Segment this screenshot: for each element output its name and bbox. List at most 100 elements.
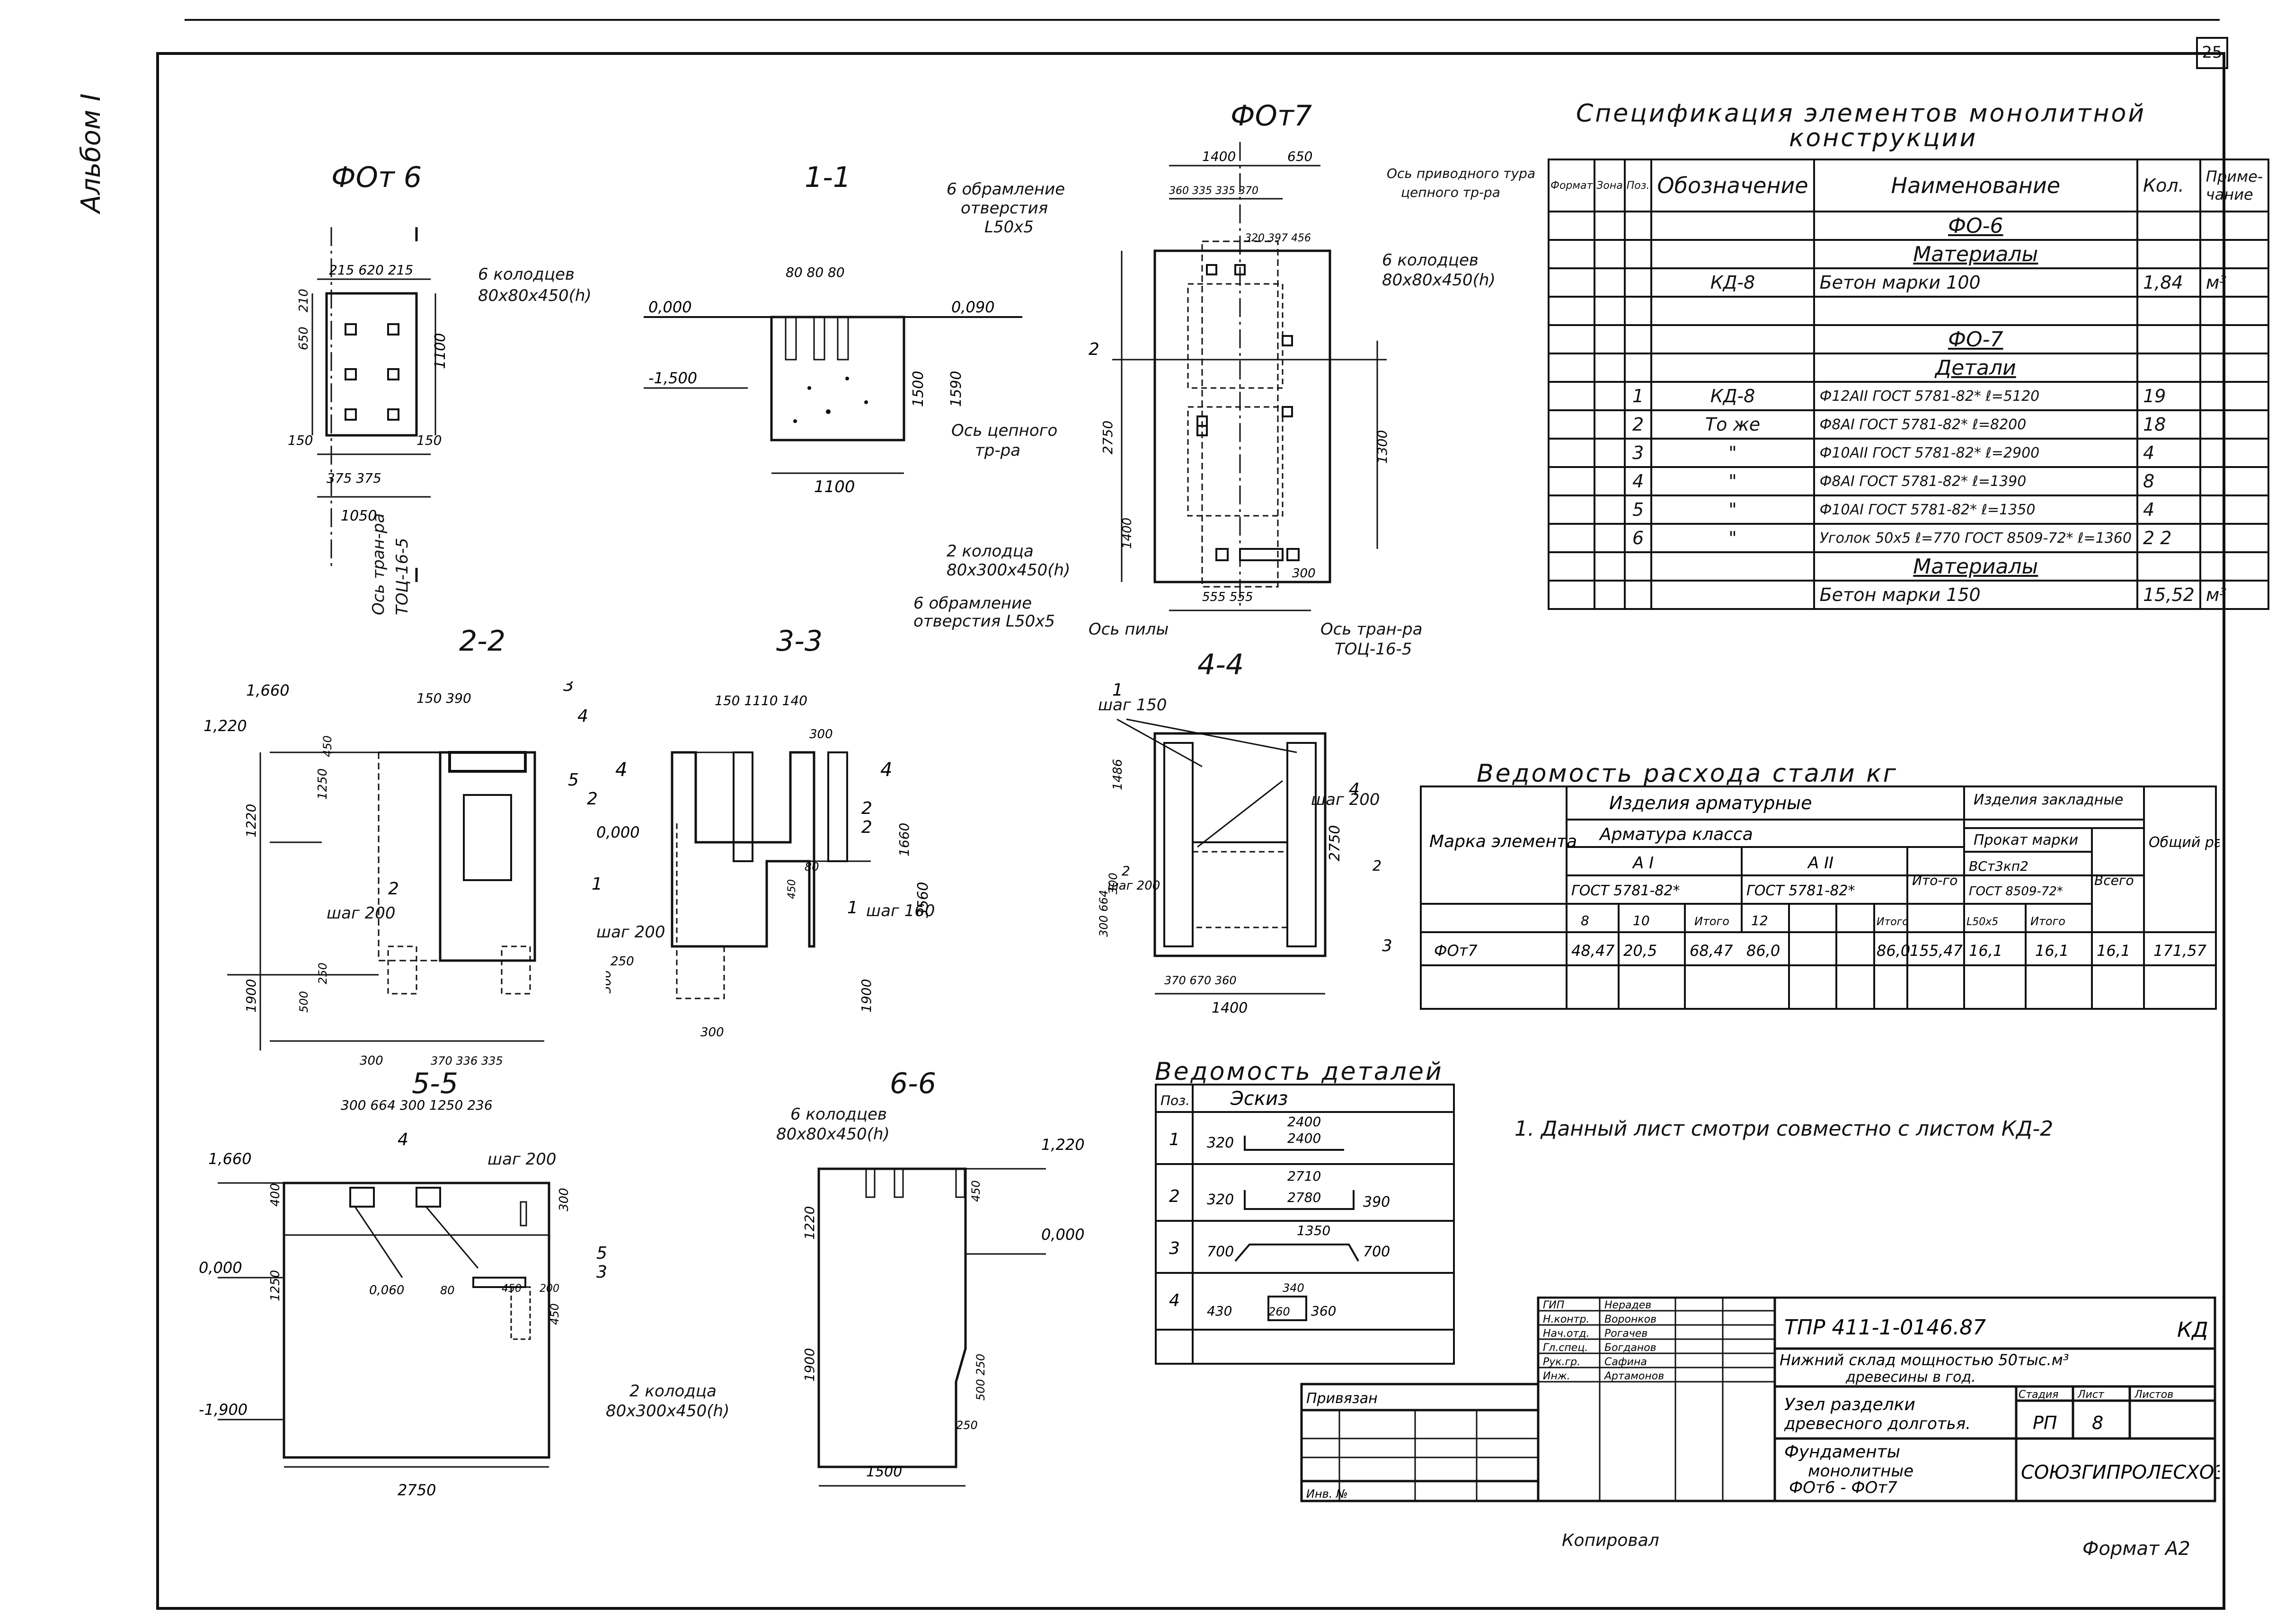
steel-h-total-all: Общий расход [2149,834,2220,851]
svg-text:500 250: 500 250 [974,1354,987,1401]
svg-text:4: 4 [615,759,627,781]
detail-row-4: 4 430 340 260 360 [1169,1281,1336,1321]
spec-cell [1650,211,1815,241]
svg-text:250: 250 [956,1419,978,1432]
svg-text:260: 260 [1268,1305,1290,1318]
steel-row: ФОт7 48,47 20,5 68,47 86,0 86,0 155,47 1… [1434,942,2207,960]
album-label: Альбом I [76,93,106,213]
steel-h-d10: 10 [1633,913,1650,928]
stamp-sheet-title-2: монолитные [1808,1462,1913,1481]
steel-h-d8: 8 [1581,913,1589,928]
spec-cell [1547,211,1596,241]
spec-cell [2199,438,2270,468]
svg-text:4: 4 [880,759,892,781]
section-6-6-drawing: 1,220 0,000 1220 1900 450 500 250 250 15… [802,1136,1085,1487]
spec-row: Материалы [1547,551,2270,582]
steel-cell-total: 171,57 [2153,942,2207,960]
spec-cell [1547,494,1596,525]
spec-cell: Материалы [1813,551,2138,582]
svg-text:3: 3 [563,681,574,695]
spec-cell [1547,466,1596,496]
spec-row: Детали [1547,353,2270,383]
s44-step150: шаг 150 [1098,696,1167,715]
steel-h-gost1: ГОСТ 5781-82* [1571,883,1680,899]
svg-text:500: 500 [606,970,614,994]
steel-h-d12: 12 [1751,913,1768,928]
svg-text:250: 250 [316,962,329,984]
corner-number-box: 25 [2196,37,2228,69]
spec-cell: 2 2 [2136,523,2201,553]
steel-h-gost3: ГОСТ 8509-72* [1969,884,2063,899]
svg-text:300 664 300 1250 236: 300 664 300 1250 236 [341,1097,493,1113]
view-title-1-1: 1-1 [805,161,851,194]
svg-text:5: 5 [568,770,579,790]
svg-text:650: 650 [1287,149,1312,164]
stamp-kd: КД [2177,1318,2208,1342]
spec-header-cell: Наименование [1813,159,2138,212]
spec-cell [1594,580,1626,610]
spec-cell [1623,353,1653,383]
svg-text:4: 4 [1349,780,1360,799]
spec-cell: Ф8АI ГОСТ 5781-82* ℓ=1390 [1813,466,2138,496]
steel-h-gost2: ГОСТ 5781-82* [1746,883,1855,899]
spec-cell [2199,494,2270,525]
stamp-code: ТПР 411-1-0146.87 [1784,1315,1986,1340]
steel-h-a1: А I [1632,854,1654,873]
svg-text:1900: 1900 [859,979,874,1013]
section-5-5-drawing: 1,660 0,000 -1,900 300 664 300 1250 236 … [199,1097,607,1499]
spec-cell: 15,52 [2136,580,2201,610]
svg-text:1250: 1250 [268,1270,283,1301]
fot7-frame2-label-b: отверстия L50х5 [913,612,1055,631]
fot7-tran-axis-2: ТОЦ-16-5 [1335,640,1412,659]
spec-title-2: конструкции [1789,124,1978,152]
spec-cell [2136,551,2201,582]
spec-cell [2199,239,2270,269]
detail-row-1: 1 320 2400 2400 [1169,1114,1344,1151]
stamp-stage-h: Стадия [2019,1389,2058,1401]
spec-cell [2199,551,2270,582]
svg-text:0,000: 0,000 [596,823,640,841]
spec-cell: 4 [1623,466,1653,496]
steel-cell-itogo: 155,47 [1910,942,1963,960]
svg-text:300: 300 [1107,873,1120,894]
spec-cell: КД-8 [1650,267,1815,298]
fot7-axis-water-2: цепного тр-ра [1401,185,1500,200]
spec-cell [1594,551,1626,582]
spec-cell [1594,211,1626,241]
svg-text:-1,500: -1,500 [648,369,697,387]
svg-text:2: 2 [388,879,399,899]
spec-cell [1594,267,1626,298]
svg-text:4: 4 [577,706,588,726]
svg-text:450: 450 [969,1180,983,1202]
svg-text:3560: 3560 [915,882,931,918]
steel-h-embedded: Изделия закладные [1974,792,2123,808]
fot7-frame1-label-b: отверстия [961,199,1048,218]
fot6-wells-label: 6 колодцев [478,265,575,284]
spec-title: Спецификация элементов монолитной [1576,99,2146,128]
svg-text:300 664: 300 664 [1097,890,1110,937]
steel-cell-vsego: 16,1 [2097,942,2130,960]
svg-text:2: 2 [1373,858,1382,874]
svg-text:1900: 1900 [802,1348,817,1382]
svg-text:3: 3 [596,1262,607,1282]
steel-table: Марка элемента Изделия арматурные Издели… [1420,786,2220,1010]
stamp-name-3: Рогачев [1604,1328,1647,1340]
svg-text:1400: 1400 [1212,1000,1248,1016]
spec-header-cell: Поз. [1623,159,1653,212]
spec-cell: ФО-6 [1813,211,2138,241]
spec-cell [2136,239,2201,269]
svg-text:1400: 1400 [1120,518,1134,549]
spec-cell: " [1650,494,1815,525]
svg-text:1486: 1486 [1111,759,1125,790]
s44-step200: шаг 200 [1311,790,1380,809]
svg-text:1,220: 1,220 [204,717,247,735]
spec-cell [1623,239,1653,269]
steel-cell-itogo-a1: 68,47 [1690,942,1733,960]
svg-text:2: 2 [1169,1187,1180,1206]
fot6-plan-drawing: 215 620 215 375 375 1050 150 150 1100 65… [288,227,449,582]
svg-text:300: 300 [1292,566,1316,581]
svg-text:340: 340 [1283,1281,1304,1295]
view-title-5-5: 5-5 [412,1067,458,1100]
